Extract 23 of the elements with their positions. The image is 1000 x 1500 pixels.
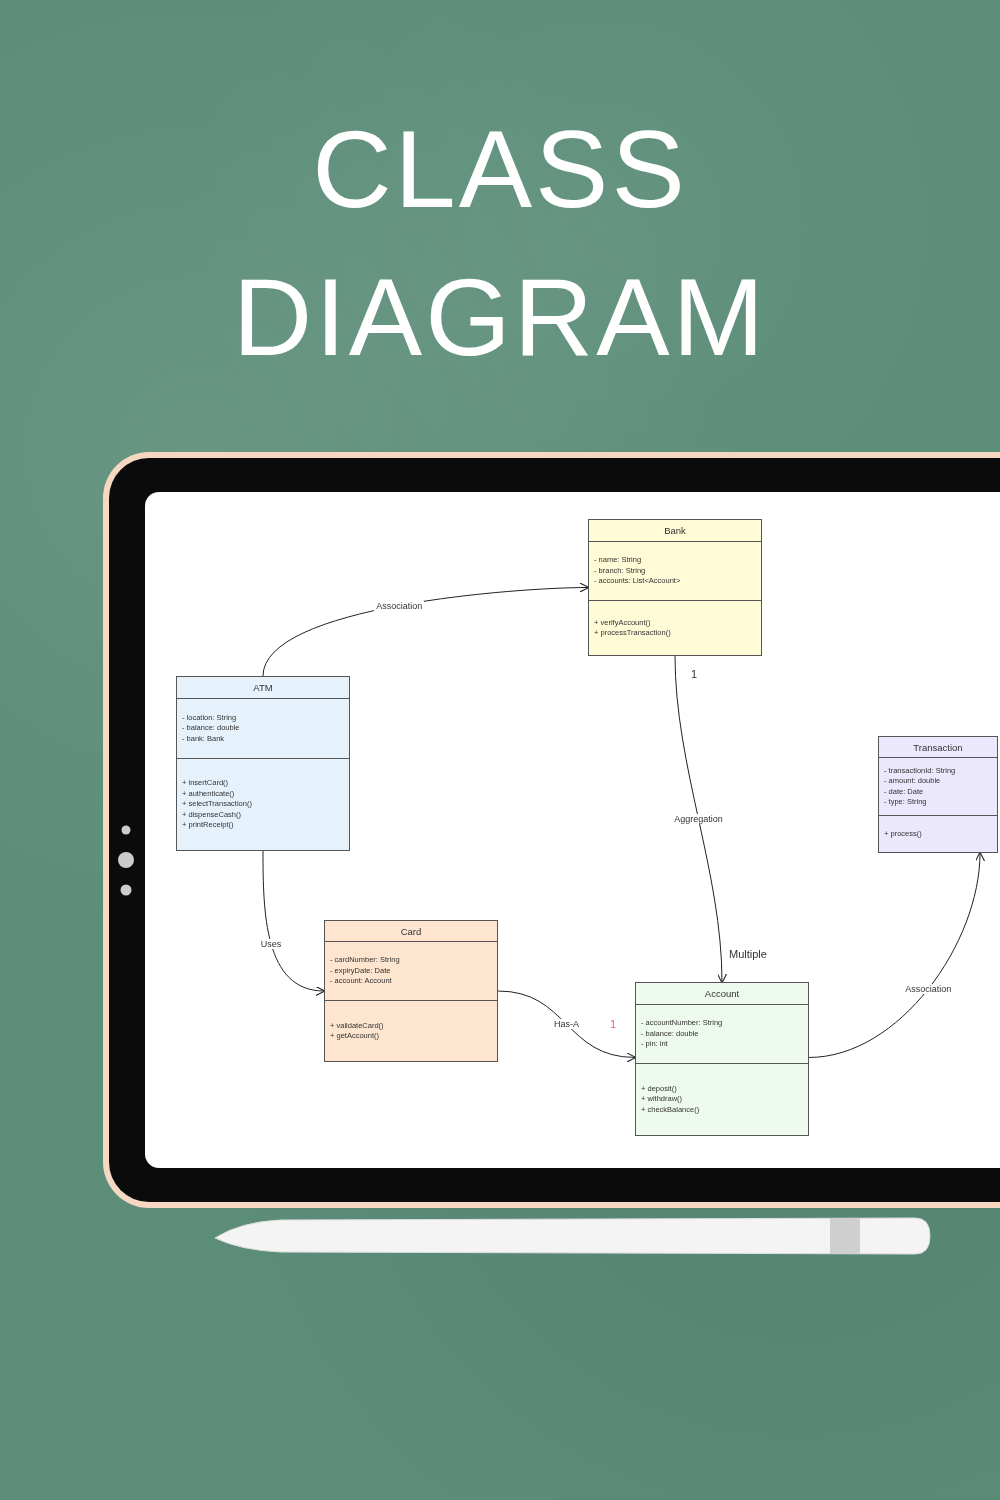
class-name: Transaction	[879, 737, 997, 758]
multiplicity-label: Multiple	[729, 948, 767, 960]
arrow	[497, 990, 637, 1062]
class-box	[324, 920, 498, 1062]
multiplicity-label: 1	[610, 1018, 617, 1030]
multiplicity-label: 1	[691, 668, 698, 680]
edge-label: Association	[374, 600, 425, 611]
title: CLASS DIAGRAM	[231, 106, 769, 380]
edge-label: Aggregation	[672, 814, 725, 824]
class-box	[878, 736, 998, 853]
class-box	[635, 982, 809, 1136]
edge-label: Uses	[258, 938, 284, 949]
edge-label: Has-A	[552, 1019, 581, 1030]
class-box	[588, 519, 762, 656]
arrow	[808, 851, 985, 1058]
arrow	[262, 850, 326, 996]
class-name: Card	[325, 921, 497, 942]
arrow	[674, 655, 727, 984]
class-name: Account	[636, 983, 808, 1005]
edge-label: Association	[903, 983, 954, 994]
class-name: Bank	[589, 520, 761, 542]
class-name: ATM	[177, 677, 349, 699]
class-box	[176, 676, 350, 851]
